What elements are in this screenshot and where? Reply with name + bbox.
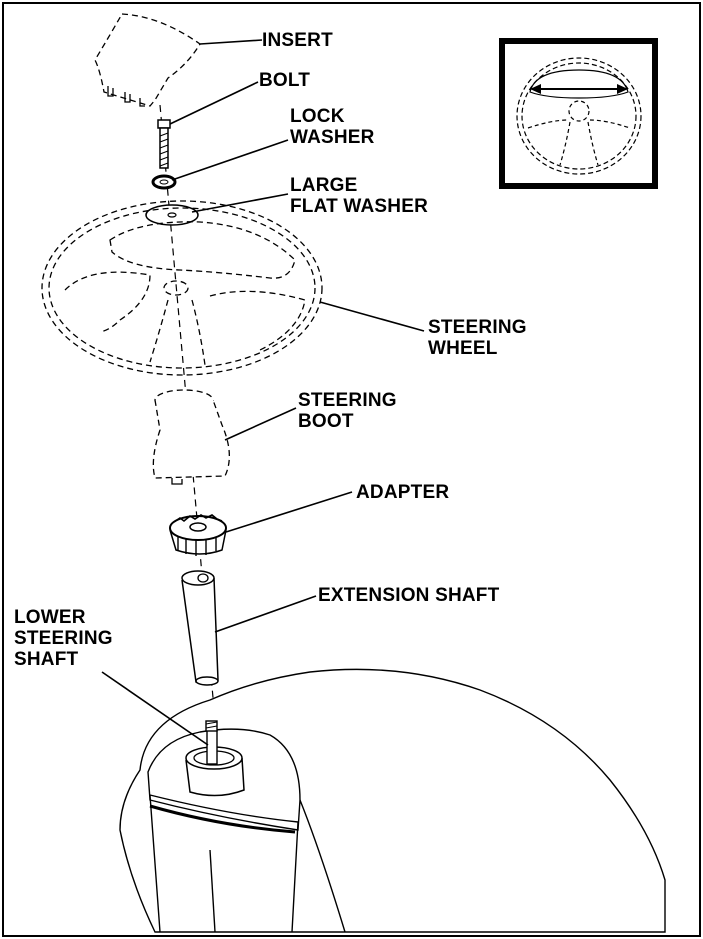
label-bolt-text: BOLT xyxy=(259,70,311,91)
label-adapter-text: ADAPTER xyxy=(356,482,450,503)
label-bolt: BOLT xyxy=(259,70,310,91)
dash-panel-icon xyxy=(119,668,666,933)
steering-wheel-icon xyxy=(41,200,323,376)
adapter-icon xyxy=(169,514,227,556)
label-steering-wheel-line1: STEERING xyxy=(428,317,527,338)
label-lower-steering-shaft-line1: LOWER xyxy=(14,607,86,628)
label-steering-boot-line1: STEERING xyxy=(298,390,397,411)
label-large-flat-washer: LARGE FLAT WASHER xyxy=(290,175,428,217)
label-insert-text: INSERT xyxy=(262,30,333,51)
label-steering-boot-line2: BOOT xyxy=(298,411,354,432)
steering-boot-icon xyxy=(152,389,230,485)
label-steering-boot: STEERING BOOT xyxy=(298,390,397,432)
label-large-flat-washer-line1: LARGE xyxy=(290,175,358,196)
label-lower-steering-shaft-line3: SHAFT xyxy=(14,649,79,670)
label-extension-shaft: EXTENSION SHAFT xyxy=(318,585,499,606)
label-extension-shaft-text: EXTENSION SHAFT xyxy=(318,585,500,606)
label-adapter: ADAPTER xyxy=(356,482,449,503)
label-steering-wheel-line2: WHEEL xyxy=(428,338,498,359)
leader-steering-boot xyxy=(224,407,297,441)
extension-shaft-icon xyxy=(181,570,219,686)
leader-extension-shaft xyxy=(214,595,317,633)
leader-adapter xyxy=(225,491,353,533)
leader-lines xyxy=(101,39,425,746)
label-lock-washer-line1: LOCK xyxy=(290,106,345,127)
leader-lower-shaft xyxy=(101,671,209,746)
leader-flat-washer xyxy=(191,193,289,213)
leader-insert xyxy=(199,39,263,45)
lower-steering-shaft-icon xyxy=(185,720,245,797)
leader-lock-washer xyxy=(171,139,289,181)
insert-part-icon xyxy=(94,13,201,107)
steering-wheel-width-icon xyxy=(499,38,658,189)
bolt-icon xyxy=(157,119,171,169)
leader-bolt xyxy=(169,81,259,125)
label-lower-steering-shaft: LOWER STEERING SHAFT xyxy=(14,607,113,670)
leader-steering-wheel xyxy=(319,301,425,332)
flat-washer-icon xyxy=(145,204,199,226)
label-steering-wheel: STEERING WHEEL xyxy=(428,317,527,359)
label-insert: INSERT xyxy=(262,30,333,51)
label-lock-washer-line2: WASHER xyxy=(290,127,375,148)
label-lock-washer: LOCK WASHER xyxy=(290,106,375,148)
lock-washer-icon xyxy=(151,174,177,190)
label-large-flat-washer-line2: FLAT WASHER xyxy=(290,196,429,217)
label-lower-steering-shaft-line2: STEERING xyxy=(14,628,113,649)
